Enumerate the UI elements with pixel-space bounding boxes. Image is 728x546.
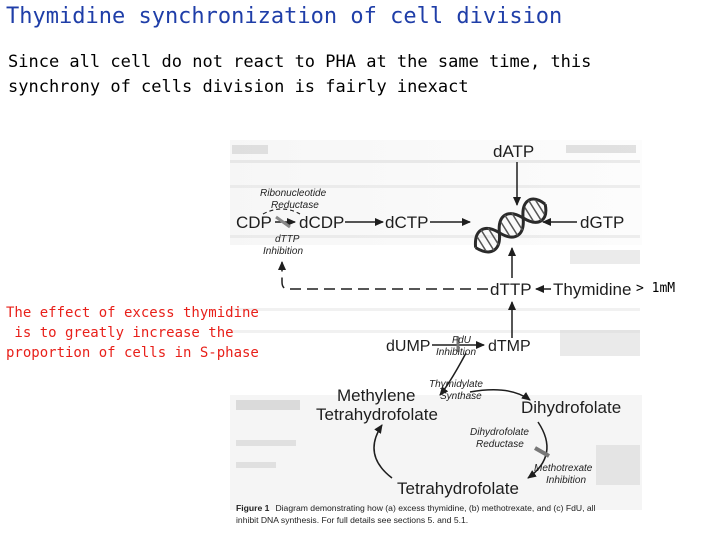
enzyme-dhfr-line1: Dihydrofolate: [470, 427, 529, 438]
intro-line-1: Since all cell do not react to PHA at th…: [8, 52, 592, 72]
scan-background: [230, 140, 642, 510]
arrow-meth-dihydro: [469, 389, 531, 401]
figure-caption-text1: Diagram demonstrating how (a) excess thy…: [275, 503, 595, 513]
dttp-inhibition-line2: Inhibition: [263, 246, 303, 257]
arrow-tetra-meth: [373, 424, 393, 479]
figure-caption-label: Figure 1: [236, 503, 270, 513]
node-dctp: dCTP: [385, 213, 428, 232]
node-methylene-thf: Tetrahydrofolate: [316, 405, 438, 424]
node-methylene: Methylene: [337, 386, 415, 405]
node-dtmp: dTMP: [488, 338, 531, 355]
dttp-feedback-dashed: [278, 261, 488, 290]
enzyme-ts-line2: Synthase: [440, 391, 482, 402]
enzyme-rnr-line1: Ribonucleotide: [260, 188, 327, 199]
node-dcdp: dCDP: [299, 213, 344, 232]
figure-caption-line1: Figure 1 Diagram demonstrating how (a) ex…: [236, 503, 596, 513]
node-dihydrofolate: Dihydrofolate: [521, 398, 621, 417]
node-dttp: dTTP: [490, 280, 532, 299]
concentration-note: > 1mM: [636, 281, 676, 296]
callout-line-1: The effect of excess thymidine: [6, 305, 259, 321]
intro-line-2: synchrony of cells division is fairly in…: [8, 77, 469, 97]
node-tetrahydrofolate: Tetrahydrofolate: [397, 479, 519, 498]
mtx-inhibition-line1: Methotrexate: [534, 463, 593, 474]
node-dgtp: dGTP: [580, 213, 624, 232]
mtx-inhibition-line2: Inhibition: [546, 475, 586, 486]
enzyme-dhfr-line2: Reductase: [476, 439, 524, 450]
arrow-dtmp-meth-cycle: [439, 352, 467, 396]
mtx-inhibition-bar: [534, 446, 550, 458]
node-cdp: CDP: [236, 213, 272, 232]
pathway-arrows: [262, 162, 577, 479]
enzyme-ts-line1: Thymidylate: [429, 379, 483, 390]
intro-text: Since all cell do not react to PHA at th…: [8, 50, 591, 100]
node-datp: dATP: [493, 142, 534, 161]
slide-title: Thymidine synchronization of cell divisi…: [6, 4, 563, 29]
callout-line-2: is to greatly increase the: [6, 325, 234, 341]
node-thymidine: Thymidine: [553, 280, 631, 299]
callout-line-3: proportion of cells in S-phase: [6, 345, 259, 361]
fdu-inhibition-line2: Inhibition: [436, 347, 476, 358]
fdu-inhibition-line1: FdU: [452, 335, 472, 346]
dttp-inhibition-line1: dTTP: [275, 234, 300, 245]
arrow-rnr-dashed: [262, 208, 301, 215]
node-dump: dUMP: [386, 338, 430, 355]
dttp-inhibition-bar: [275, 215, 291, 229]
callout-text: The effect of excess thymidine is to gre…: [6, 303, 259, 363]
figure-caption-line2: inhibit DNA synthesis. For full details …: [236, 515, 468, 525]
enzyme-rnr-line2: Reductase: [271, 200, 319, 211]
dna-helix-icon: [474, 197, 548, 254]
